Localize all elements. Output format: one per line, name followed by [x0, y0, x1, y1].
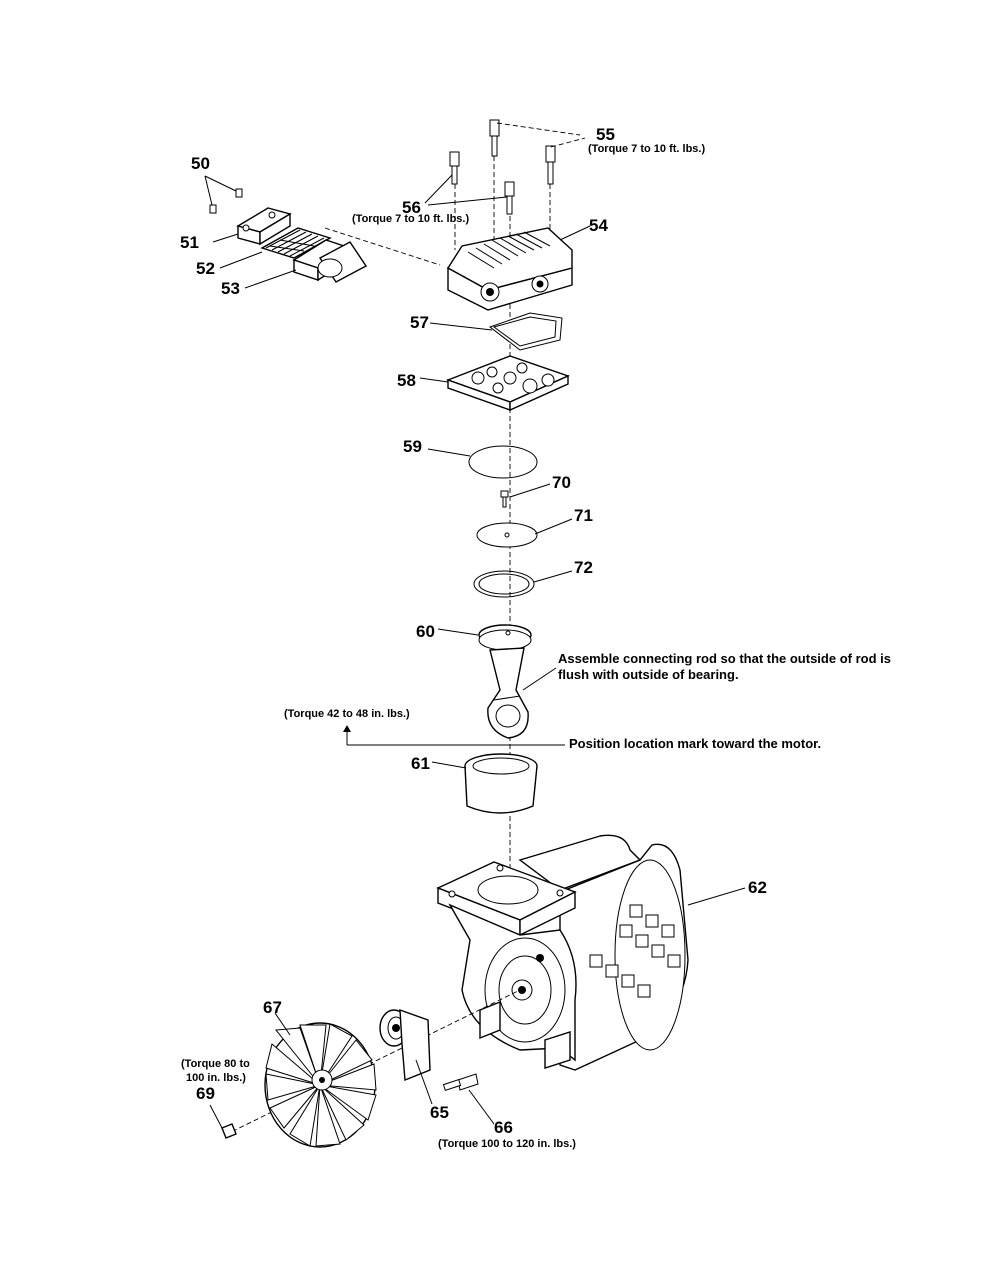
- head-bolts-56: [424, 151, 515, 250]
- label-54: 54: [589, 216, 608, 235]
- label-58: 58: [397, 371, 416, 390]
- label-66: 66: [494, 1118, 513, 1137]
- torque-55: (Torque 7 to 10 ft. lbs.): [588, 143, 705, 155]
- label-71: 71: [574, 506, 593, 525]
- label-57: 57: [410, 313, 429, 332]
- torque-66: (Torque 100 to 120 in. lbs.): [438, 1138, 576, 1150]
- connecting-rod-60: [437, 624, 557, 739]
- label-52: 52: [196, 259, 215, 278]
- torque-69-line2: 100 in. lbs.): [186, 1072, 246, 1084]
- note-rod-line1: Assemble connecting rod so that the outs…: [558, 651, 891, 666]
- screw-70: [500, 483, 551, 508]
- bolt-66: [442, 1073, 495, 1125]
- valve-plate-58: [419, 355, 570, 412]
- leader-59: [427, 448, 471, 457]
- label-70: 70: [552, 473, 571, 492]
- torque-rod: (Torque 42 to 48 in. lbs.): [284, 708, 410, 720]
- motor-crankcase-62: [436, 834, 746, 1071]
- fan-67: [264, 1012, 377, 1148]
- ring-72: [473, 570, 573, 598]
- label-69: 69: [196, 1084, 215, 1103]
- gasket-57: [429, 312, 563, 351]
- part-number-labels: 50 51 52 53 54 55 56 57 58 59 70 71 72 6…: [180, 125, 767, 1137]
- label-65: 65: [430, 1103, 449, 1122]
- label-56: 56: [402, 198, 421, 217]
- valve-disc-71: [476, 518, 573, 548]
- label-53: 53: [221, 279, 240, 298]
- label-62: 62: [748, 878, 767, 897]
- screw-69: [209, 1104, 237, 1139]
- torque-69-line1: (Torque 80 to: [181, 1058, 250, 1070]
- shaft-axis: [224, 989, 521, 1136]
- bearing-61: [431, 753, 538, 814]
- label-67: 67: [263, 998, 282, 1017]
- eccentric-65: [379, 1008, 433, 1105]
- label-51: 51: [180, 233, 199, 252]
- label-59: 59: [403, 437, 422, 456]
- label-60: 60: [416, 622, 435, 641]
- assembly-notes: Assemble connecting rod so that the outs…: [558, 651, 891, 751]
- note-rod-line2: flush with outside of bearing.: [558, 667, 739, 682]
- label-50: 50: [191, 154, 210, 173]
- label-72: 72: [574, 558, 593, 577]
- torque-rod-arrow: [343, 725, 565, 746]
- torque-56: (Torque 7 to 10 ft. lbs.): [352, 213, 469, 225]
- air-filter-assembly: [204, 175, 441, 289]
- label-55: 55: [596, 125, 615, 144]
- label-61: 61: [411, 754, 430, 773]
- o-ring-59: [468, 445, 538, 479]
- note-location-mark: Position location mark toward the motor.: [569, 736, 821, 751]
- torque-notes: (Torque 7 to 10 ft. lbs.) (Torque 7 to 1…: [181, 143, 705, 1150]
- cylinder-head-54: [447, 225, 591, 311]
